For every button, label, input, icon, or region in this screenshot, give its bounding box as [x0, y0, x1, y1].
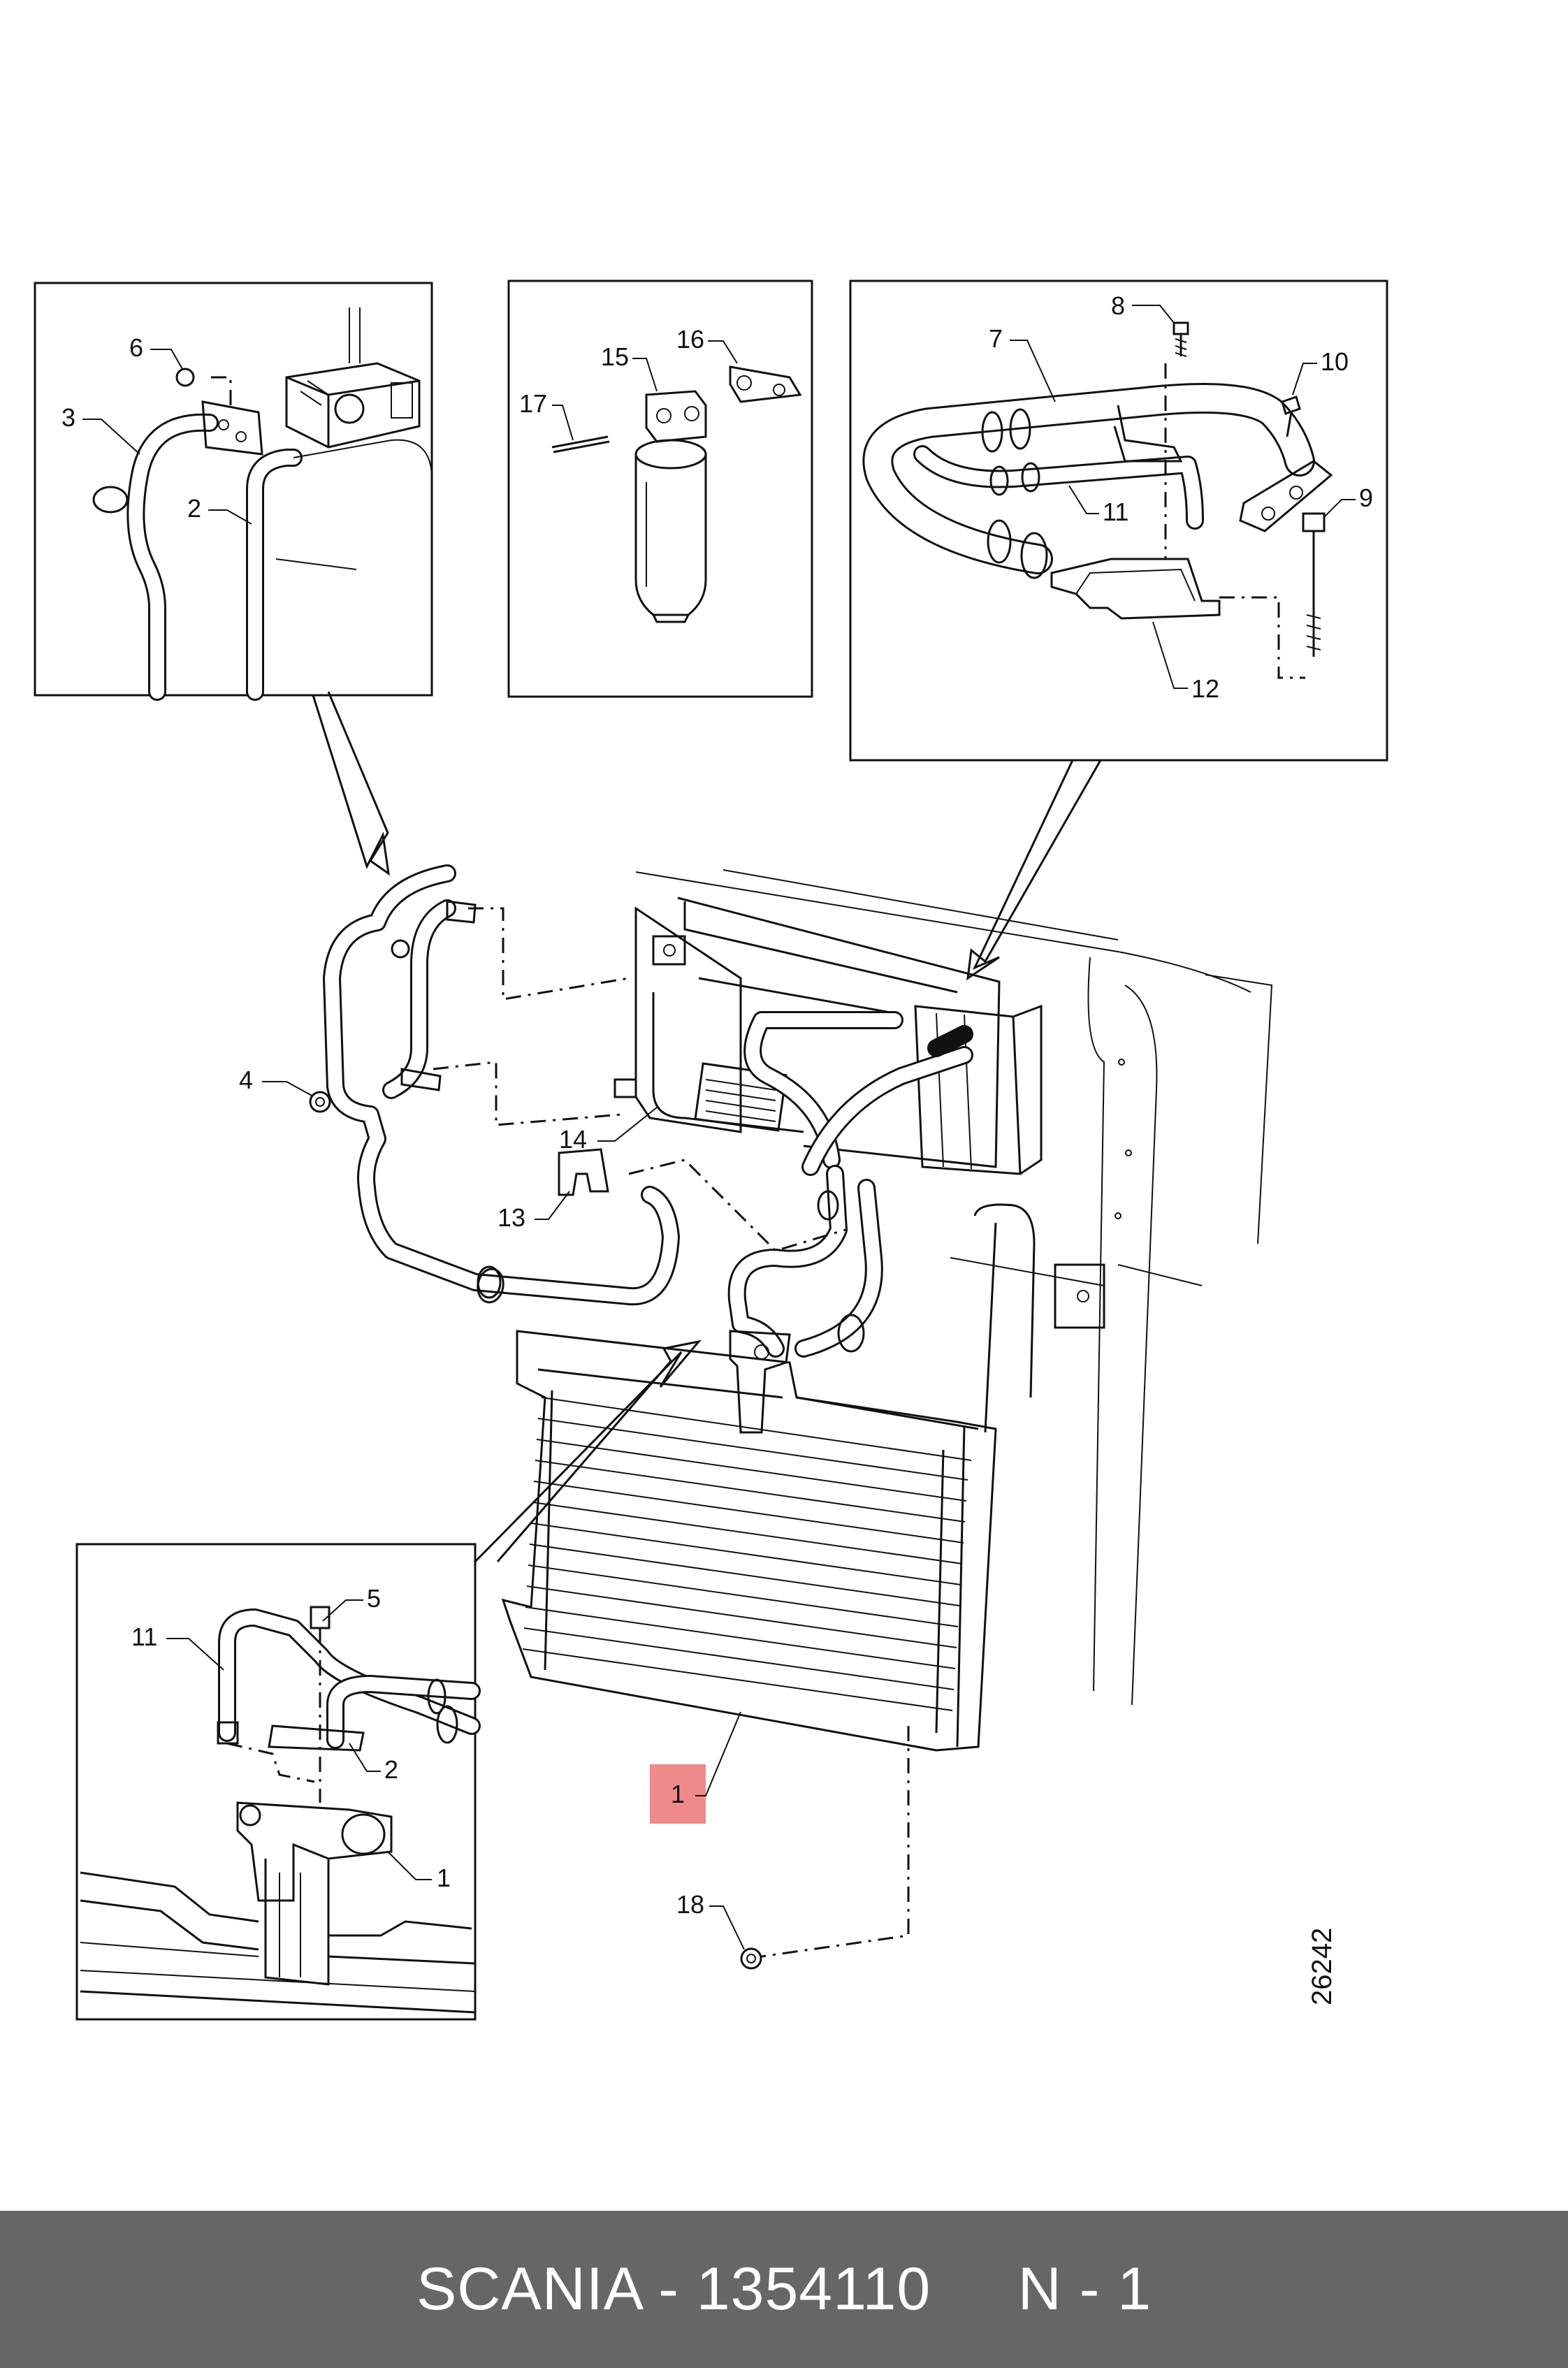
highlight-box	[650, 1764, 706, 1824]
inset-bottom-left: 5 11 2 1	[75, 1543, 481, 2021]
callout-11-topright: 11	[1103, 497, 1128, 526]
inset-top-right: 8 7 10 9 11 12	[849, 279, 1388, 762]
callout-12: 12	[1191, 674, 1219, 703]
callout-10: 10	[1321, 347, 1349, 376]
callout-3: 3	[61, 403, 75, 432]
callout-16: 16	[676, 325, 704, 354]
callout-9: 9	[1359, 484, 1373, 512]
inset-top-middle: 15 16 17	[507, 279, 813, 698]
callout-14: 14	[559, 1125, 587, 1154]
callout-4: 4	[239, 1066, 253, 1094]
callout-8: 8	[1111, 291, 1125, 320]
callout-7: 7	[989, 324, 1003, 353]
callout-1-inset: 1	[437, 1864, 451, 1892]
callout-2-inset: 2	[384, 1755, 398, 1784]
inset-top-left: 6 3 2	[34, 282, 433, 701]
callout-18: 18	[676, 1890, 704, 1919]
footer-bar: SCANIA - 1354110 N - 1	[0, 2211, 1568, 2368]
pointer-arrows	[312, 691, 1102, 1563]
callout-1-main: 1	[671, 1780, 685, 1808]
callout-5: 5	[367, 1584, 381, 1613]
callout-15: 15	[601, 342, 629, 371]
main-assembly: 14 4 13	[239, 864, 1273, 1970]
part-number-label: SCANIA - 1354110 N - 1	[416, 2256, 1152, 2323]
callout-17: 17	[519, 389, 547, 418]
callout-13: 13	[498, 1203, 525, 1232]
drawing-number: 26242	[1307, 1928, 1337, 2005]
callout-11-inset: 11	[131, 1622, 157, 1651]
callout-6: 6	[129, 333, 143, 362]
callout-2-top: 2	[187, 494, 201, 523]
parts-diagram: 6 3 2 15 16 17	[34, 279, 1388, 2021]
